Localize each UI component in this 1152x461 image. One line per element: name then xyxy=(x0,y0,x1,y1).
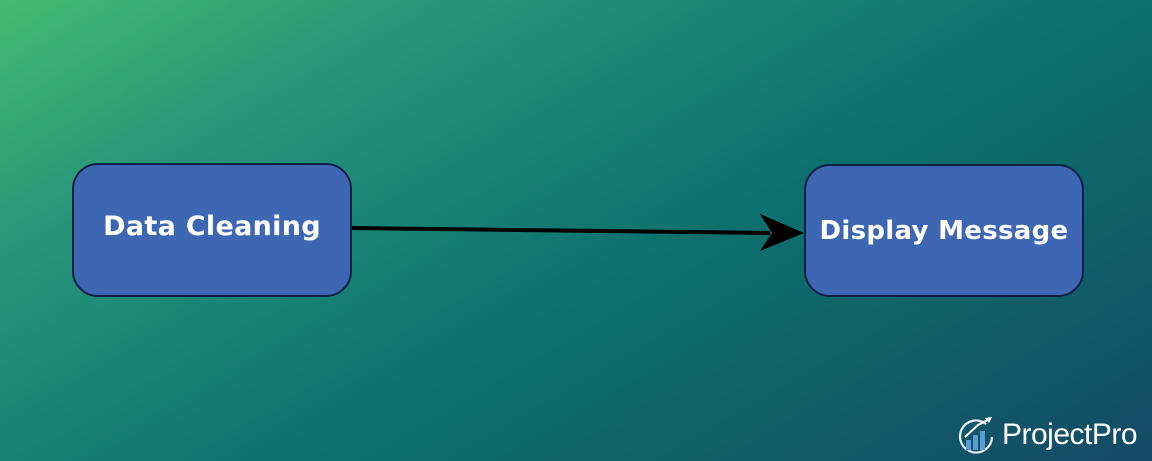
edge-data-cleaning-to-display-message xyxy=(351,226,771,235)
logo-text: ProjectPro xyxy=(1002,418,1138,451)
projectpro-logo: ProjectPro xyxy=(956,414,1138,456)
node-label: Display Message xyxy=(819,215,1069,246)
node-display-message[interactable]: Display Message xyxy=(804,164,1084,297)
chart-growth-icon xyxy=(958,417,994,454)
node-label: Data Cleaning xyxy=(103,210,321,242)
arrowhead-icon xyxy=(760,214,804,251)
node-data-cleaning[interactable]: Data Cleaning xyxy=(72,163,352,297)
